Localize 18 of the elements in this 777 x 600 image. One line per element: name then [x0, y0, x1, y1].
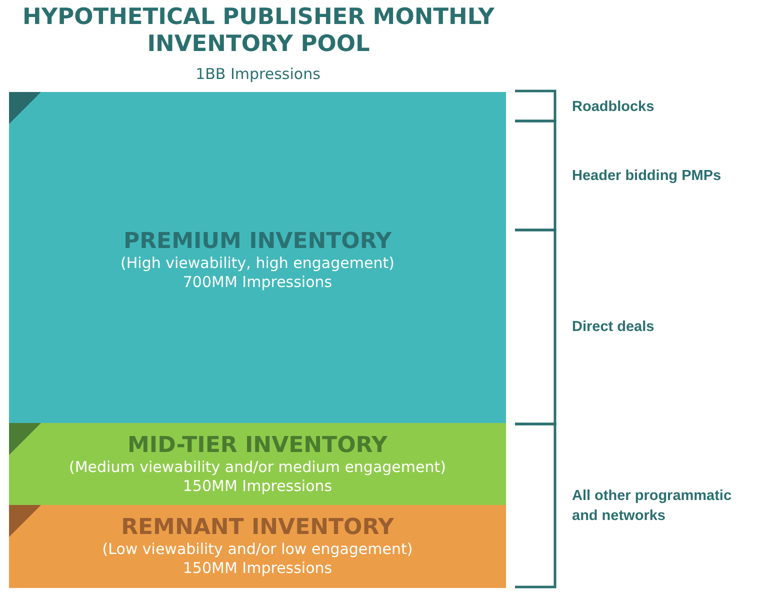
- impressions-count: 700MM Impressions: [182, 273, 332, 292]
- title: HYPOTHETICAL PUBLISHER MONTHLY INVENTORY POOL: [22, 4, 496, 58]
- band-description: (Medium viewability and/or medium engagement): [69, 458, 446, 476]
- inventory-band: [9, 92, 506, 423]
- impressions-count: 150MM Impressions: [182, 559, 332, 578]
- impressions-count: 150MM Impressions: [182, 476, 332, 496]
- bracket-label: All other programmatic and networks: [572, 487, 733, 526]
- band-heading: MID-TIER INVENTORY: [128, 432, 388, 458]
- bracket-label: Roadblocks: [572, 98, 656, 117]
- band-description: (High viewability, high engagement): [120, 254, 394, 273]
- band-heading: PREMIUM INVENTORY: [123, 229, 392, 254]
- subtitle: 1BB Impressions: [196, 64, 320, 84]
- band-description: (Low viewability and/or low engagement): [102, 540, 413, 559]
- band-heading: REMNANT INVENTORY: [121, 515, 394, 540]
- inventory-band: [9, 505, 506, 588]
- inventory-band: [9, 423, 506, 505]
- bracket-label: Header bidding PMPs: [572, 167, 722, 186]
- bracket-label: Direct deals: [572, 318, 656, 337]
